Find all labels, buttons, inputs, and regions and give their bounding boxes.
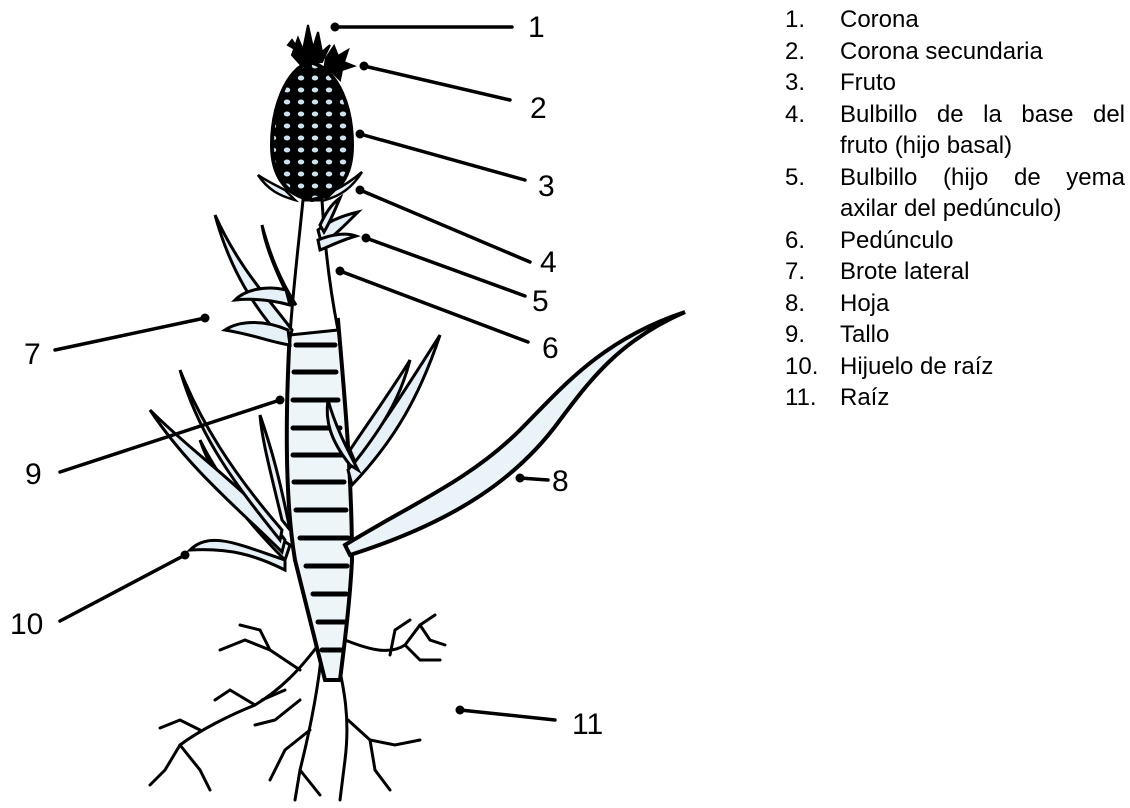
callout-5: 5	[532, 285, 549, 318]
leaf	[345, 312, 685, 555]
legend-text: Corona secundaria	[840, 36, 1125, 68]
lateral-shoot	[215, 215, 296, 345]
legend-number: 6.	[785, 225, 840, 257]
legend-item: 3.Fruto	[785, 67, 1125, 99]
legend-number: 8.	[785, 288, 840, 320]
bulbil-shoot	[318, 198, 358, 250]
legend-text: Brote lateral	[840, 256, 1125, 288]
legend-number: 11.	[785, 382, 840, 414]
legend-item: 7.Brote lateral	[785, 256, 1125, 288]
legend-number: 2.	[785, 36, 840, 68]
legend-text: Pedúnculo	[840, 225, 1125, 257]
roots	[150, 615, 445, 800]
legend-text: Bulbillo de la base del fruto (hijo basa…	[840, 99, 1125, 162]
legend-item: 11.Raíz	[785, 382, 1125, 414]
legend-number: 9.	[785, 319, 840, 351]
fruit	[272, 62, 352, 200]
root-sucker-shoot	[150, 370, 290, 570]
legend-text: Hoja	[840, 288, 1125, 320]
legend-item: 9.Tallo	[785, 319, 1125, 351]
callout-4: 4	[540, 246, 557, 279]
callout-2: 2	[530, 92, 547, 125]
legend-number: 7.	[785, 256, 840, 288]
legend-item: 4.Bulbillo de la base del fruto (hijo ba…	[785, 99, 1125, 162]
legend-text: Tallo	[840, 319, 1125, 351]
callout-10: 10	[10, 608, 43, 641]
callout-1: 1	[528, 11, 545, 44]
legend-text: Corona	[840, 4, 1125, 36]
legend-number: 10.	[785, 351, 840, 383]
legend-item: 8.Hoja	[785, 288, 1125, 320]
legend-text: Fruto	[840, 67, 1125, 99]
legend-item: 6.Pedúnculo	[785, 225, 1125, 257]
legend-number: 1.	[785, 4, 840, 36]
legend-item: 2.Corona secundaria	[785, 36, 1125, 68]
callout-6: 6	[542, 332, 559, 365]
callout-7: 7	[24, 338, 41, 371]
legend-item: 5.Bulbillo (hijo de yema axilar del pedú…	[785, 162, 1125, 225]
legend-number: 5.	[785, 162, 840, 225]
legend-text: Raíz	[840, 382, 1125, 414]
legend-number: 4.	[785, 99, 840, 162]
legend-number: 3.	[785, 67, 840, 99]
legend-text: Bulbillo (hijo de yema axilar del pedúnc…	[840, 162, 1125, 225]
callout-11: 11	[572, 708, 603, 741]
crown	[288, 25, 330, 64]
callout-9: 9	[25, 458, 42, 491]
legend-item: 1.Corona	[785, 4, 1125, 36]
legend-item: 10.Hijuelo de raíz	[785, 351, 1125, 383]
parts-legend: 1.Corona 2.Corona secundaria 3.Fruto 4.B…	[785, 4, 1125, 414]
legend-text: Hijuelo de raíz	[840, 351, 1125, 383]
callout-8: 8	[552, 465, 569, 498]
callout-3: 3	[538, 170, 555, 203]
stem	[287, 320, 352, 680]
